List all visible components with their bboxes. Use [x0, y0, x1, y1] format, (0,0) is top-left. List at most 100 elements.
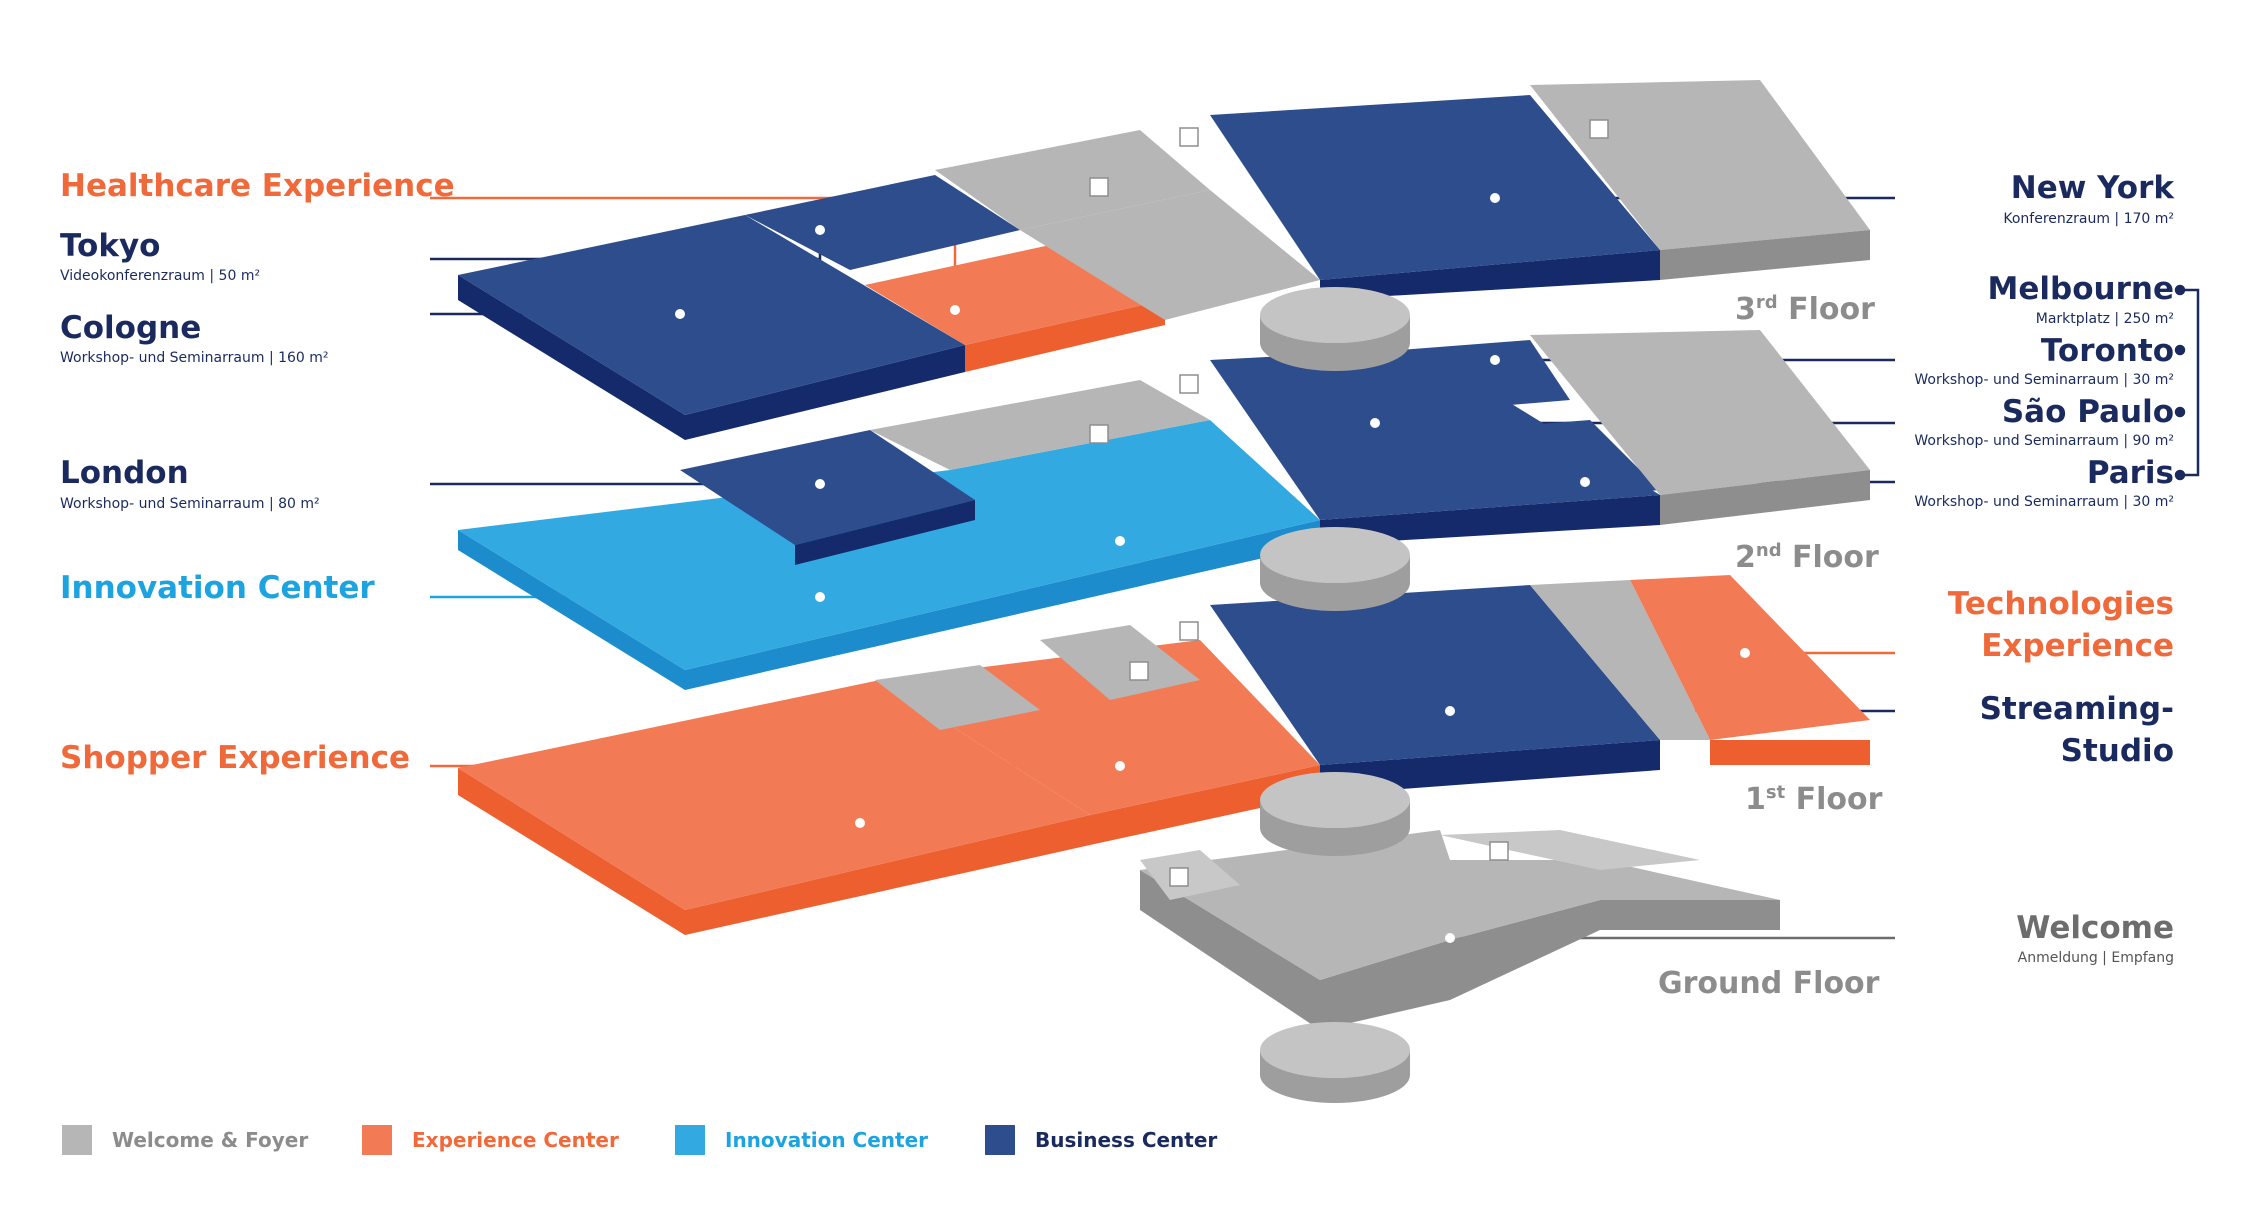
newyork-side	[1320, 250, 1660, 300]
healthcare-side	[965, 300, 1165, 372]
floor-label-ground: Ground Floor	[1658, 966, 1880, 1001]
london	[680, 430, 975, 545]
legend-swatch-welcome	[62, 1125, 92, 1155]
label-cologne-sub: Workshop- und Seminarraum | 160 m²	[60, 350, 329, 366]
floor-label-second: 2nd Floor	[1735, 540, 1879, 575]
elevator-icon	[1179, 127, 1199, 147]
first-grey-room-a	[875, 665, 1040, 730]
dot-london	[815, 479, 825, 489]
ground-room-a	[1140, 850, 1240, 900]
london-side	[795, 500, 975, 565]
cologne	[458, 215, 965, 415]
innovation-slab	[458, 420, 1320, 670]
label-toronto-sub: Workshop- und Seminarraum | 30 m²	[1914, 372, 2174, 388]
third-grey-right	[1530, 80, 1870, 250]
third-grey-b	[1020, 190, 1320, 320]
label-paris: Paris	[2086, 455, 2174, 491]
dot-shopper-b	[855, 818, 865, 828]
label-paris-sub: Workshop- und Seminarraum | 30 m²	[1914, 494, 2174, 510]
legend-label-experience: Experience Center	[412, 1128, 619, 1152]
dot-toronto	[1490, 355, 1500, 365]
cologne-side	[458, 275, 685, 440]
innovation-slab-side	[458, 530, 685, 690]
label-welcome-sub: Anmeldung | Empfang	[2017, 950, 2174, 966]
label-technologies-1: Technologies	[1947, 586, 2174, 622]
legend-swatch-innovation	[675, 1125, 705, 1155]
technologies-side	[1710, 740, 1870, 765]
restroom-icon	[1089, 424, 1109, 444]
ground-core-side	[1260, 1050, 1410, 1103]
third-core-top	[1260, 287, 1410, 343]
first-core-top	[1260, 772, 1410, 828]
dot-welcome	[1445, 933, 1455, 943]
restroom-icon	[1129, 661, 1149, 681]
label-toronto: Toronto	[2040, 333, 2174, 369]
label-london-sub: Workshop- und Seminarraum | 80 m²	[60, 496, 320, 512]
ground-core-top	[1260, 1022, 1410, 1078]
dot-healthcare	[950, 305, 960, 315]
dot-melbourne	[1370, 418, 1380, 428]
legend-label-welcome: Welcome & Foyer	[112, 1128, 309, 1152]
technologies	[1630, 575, 1870, 740]
second-floor	[458, 330, 1870, 690]
legend-label-business: Business Center	[1035, 1128, 1218, 1152]
marker-dots	[675, 193, 1750, 943]
label-saopaulo-sub: Workshop- und Seminarraum | 90 m²	[1914, 433, 2174, 449]
shopper-slab	[458, 680, 1090, 910]
innovation-slab-side-2	[685, 520, 1320, 690]
right-bracket	[2174, 284, 2200, 481]
label-cologne: Cologne	[60, 310, 202, 346]
floor-label-third: 3rd Floor	[1735, 292, 1875, 327]
label-shopper: Shopper Experience	[60, 740, 410, 776]
dot-cologne	[675, 309, 685, 319]
second-grey-a	[870, 380, 1210, 470]
second-core-top	[1260, 527, 1410, 583]
first-floor	[458, 575, 1870, 935]
label-welcome: Welcome	[2016, 910, 2174, 946]
dot-tokyo	[815, 225, 825, 235]
label-newyork: New York	[2010, 170, 2174, 206]
label-saopaulo: São Paulo	[2001, 394, 2174, 430]
dot-innovation-a	[1115, 536, 1125, 546]
newyork	[1210, 95, 1660, 280]
shopper-slab-side	[458, 768, 685, 935]
second-business-side	[1320, 495, 1660, 545]
label-streaming-1: Streaming-	[1979, 691, 2174, 727]
label-innovation: Innovation Center	[60, 570, 375, 606]
label-streaming-2: Studio	[2060, 733, 2174, 769]
third-grey-right-side	[1660, 230, 1870, 280]
third-core-side	[1260, 315, 1410, 371]
dot-paris	[1580, 477, 1590, 487]
label-technologies-2: Experience	[1981, 628, 2174, 664]
first-grey-room-b	[1040, 625, 1200, 700]
legend-label-innovation: Innovation Center	[725, 1128, 929, 1152]
label-healthcare: Healthcare Experience	[60, 168, 455, 204]
first-grey-right	[1530, 580, 1710, 740]
label-newyork-sub: Konferenzraum | 170 m²	[2003, 211, 2174, 227]
tokyo	[745, 175, 1020, 270]
label-london: London	[60, 455, 189, 491]
dot-technologies	[1740, 648, 1750, 658]
paris	[1460, 420, 1660, 500]
dot-streaming	[1445, 706, 1455, 716]
restroom-icon	[1089, 177, 1109, 197]
toronto	[1400, 340, 1570, 410]
label-tokyo: Tokyo	[60, 228, 161, 264]
third-floor	[458, 80, 1870, 440]
label-melbourne: Melbourne	[1987, 271, 2174, 307]
first-business-side	[1320, 740, 1660, 795]
first-core-side	[1260, 800, 1410, 856]
legend-welcome: Welcome & Foyer	[62, 1125, 308, 1155]
dot-newyork	[1490, 193, 1500, 203]
first-business	[1210, 585, 1660, 765]
second-grey-right-side	[1660, 470, 1870, 525]
shopper-slab-right-side	[1090, 765, 1320, 845]
dot-shopper-a	[1115, 761, 1125, 771]
second-core-side	[1260, 555, 1410, 611]
ground-room-b	[1440, 830, 1700, 870]
cologne-side-2	[685, 345, 965, 440]
ground-floor-slab-side	[1140, 870, 1780, 1030]
ground-floor	[1140, 830, 1780, 1103]
plan-icons	[1089, 119, 1609, 887]
